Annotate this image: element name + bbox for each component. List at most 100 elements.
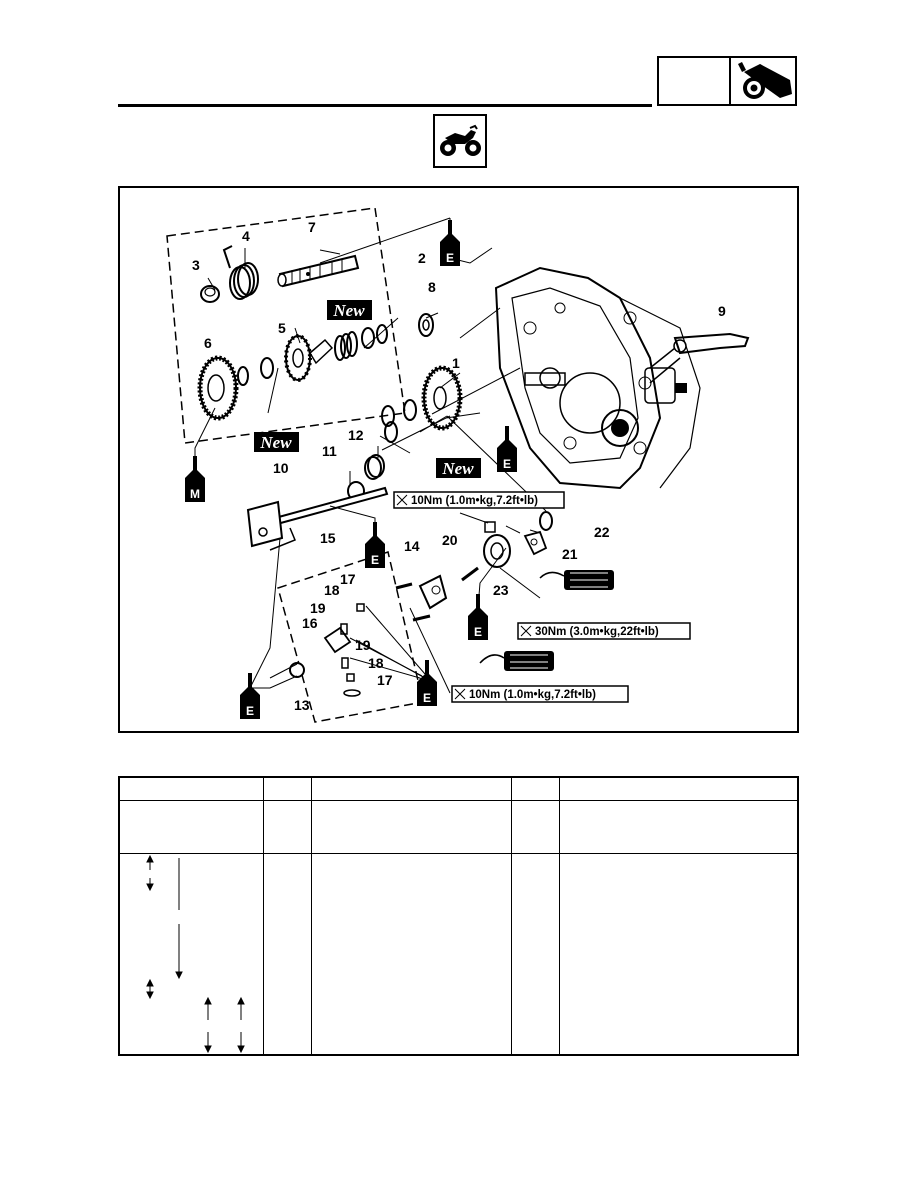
locking-agent-tube-2 xyxy=(479,651,554,671)
kick-spring xyxy=(222,245,259,300)
table-row-rule xyxy=(120,853,797,854)
svg-text:30Nm (3.0m•kg,22ft•lb): 30Nm (3.0m•kg,22ft•lb) xyxy=(535,626,659,638)
crankcase xyxy=(494,266,701,490)
callout-20: 20 xyxy=(442,532,458,548)
callout-1: 1 xyxy=(452,355,460,371)
kick-shaft-group-outline xyxy=(166,207,406,444)
sequence-arrows xyxy=(146,854,245,1054)
motorcycle-icon xyxy=(433,114,487,168)
washer-2 xyxy=(361,327,375,349)
shift-cam-segment xyxy=(364,454,385,480)
callout-5: 5 xyxy=(278,320,286,336)
leader-lines xyxy=(194,217,547,699)
engine-oil-lube-1: E xyxy=(440,220,460,266)
svg-text:10Nm (1.0m•kg,7.2ft•lb): 10Nm (1.0m•kg,7.2ft•lb) xyxy=(411,495,538,507)
shift-stud xyxy=(461,566,479,582)
stopper-lever xyxy=(523,530,548,556)
kick-lever xyxy=(649,332,750,393)
callout-16: 16 xyxy=(302,615,318,631)
svg-text:E: E xyxy=(446,251,454,265)
callout-7: 7 xyxy=(308,219,316,235)
torque-spec-2: 30Nm (3.0m•kg,22ft•lb) xyxy=(517,622,691,640)
callout-12: 12 xyxy=(348,427,364,443)
callout-17-top: 17 xyxy=(340,571,356,587)
callout-15: 15 xyxy=(320,530,336,546)
svg-text:M: M xyxy=(190,487,200,501)
table-col-divider xyxy=(559,778,560,1054)
svg-text:New: New xyxy=(332,301,365,320)
callout-6: 6 xyxy=(204,335,212,351)
new-label-1: New xyxy=(327,300,372,320)
engine-oil-lube-3: E xyxy=(365,522,385,568)
engine-oil-lube-6: E xyxy=(240,673,260,719)
torque-spec-3: 10Nm (1.0m•kg,7.2ft•lb) xyxy=(451,685,629,703)
svg-text:E: E xyxy=(474,625,482,639)
washer-4 xyxy=(381,405,395,427)
wrench-tool-icon xyxy=(730,58,796,104)
table-col-divider xyxy=(511,778,512,1054)
ratchet-guide xyxy=(309,338,334,365)
svg-text:E: E xyxy=(246,704,254,718)
callout-19-bottom: 19 xyxy=(355,637,371,653)
ratchet-wheel xyxy=(284,334,312,382)
washer-8 xyxy=(418,313,434,337)
washer xyxy=(237,366,249,386)
svg-text:10Nm (1.0m•kg,7.2ft•lb): 10Nm (1.0m•kg,7.2ft•lb) xyxy=(469,689,596,701)
callout-21: 21 xyxy=(562,546,578,562)
segment-guide-parts xyxy=(323,603,365,697)
segment-nut xyxy=(483,534,511,568)
kick-starter-exploded-diagram: E M E E E E E New New New 10Nm (1.0m• xyxy=(120,188,797,736)
table-col-divider xyxy=(311,778,312,1054)
bolt xyxy=(395,582,413,590)
segment-guide-plate xyxy=(418,574,448,610)
table-col-divider xyxy=(263,778,264,1054)
callout-4: 4 xyxy=(242,228,250,244)
callout-labels: 1 2 3 4 5 6 7 8 9 10 11 12 13 14 15 16 1… xyxy=(192,219,726,713)
parts-table xyxy=(118,776,799,1056)
locking-agent-tube xyxy=(539,570,614,590)
svg-text:New: New xyxy=(441,459,474,478)
svg-text:E: E xyxy=(423,691,431,705)
callout-19-top: 19 xyxy=(310,600,326,616)
callout-18-bottom: 18 xyxy=(368,655,384,671)
callout-3: 3 xyxy=(192,257,200,273)
exploded-diagram-frame xyxy=(118,186,799,733)
circlip xyxy=(260,357,274,379)
engine-oil-lube-2: E xyxy=(497,426,517,472)
callout-22: 22 xyxy=(594,524,610,540)
callout-8: 8 xyxy=(428,279,436,295)
torsion-spring xyxy=(539,511,553,531)
washer-3 xyxy=(403,399,417,421)
engine-oil-lube-5: E xyxy=(417,660,437,706)
kick-idle-gear xyxy=(197,355,239,421)
callout-18-top: 18 xyxy=(324,582,340,598)
bolt-20 xyxy=(484,521,496,533)
moly-grease-lube: M xyxy=(185,456,205,502)
engine-oil-lube-4: E xyxy=(468,594,488,640)
kick-shaft xyxy=(277,254,360,288)
shift-shaft xyxy=(246,486,389,551)
svg-text:New: New xyxy=(259,433,292,452)
callout-14: 14 xyxy=(404,538,420,554)
washer-8-hole xyxy=(422,319,430,331)
circlip-2 xyxy=(376,324,388,344)
new-label-3: New xyxy=(436,458,481,478)
torque-spec-1: 10Nm (1.0m•kg,7.2ft•lb) xyxy=(393,491,565,509)
callout-2: 2 xyxy=(418,250,426,266)
callout-9: 9 xyxy=(718,303,726,319)
callout-23: 23 xyxy=(493,582,509,598)
callout-17-bottom: 17 xyxy=(377,672,393,688)
chapter-tab-box xyxy=(657,56,797,106)
oil-seal xyxy=(289,662,305,678)
new-label-2: New xyxy=(254,432,299,452)
callout-10: 10 xyxy=(273,460,289,476)
svg-text:E: E xyxy=(503,457,511,471)
chapter-tab-divider xyxy=(729,58,731,104)
ratchet-spring xyxy=(334,331,358,361)
callout-13: 13 xyxy=(294,697,310,713)
callout-11: 11 xyxy=(322,443,337,459)
header-rule xyxy=(118,104,652,107)
table-header-rule xyxy=(120,800,797,801)
spring-guide xyxy=(200,285,220,303)
svg-text:E: E xyxy=(371,553,379,567)
